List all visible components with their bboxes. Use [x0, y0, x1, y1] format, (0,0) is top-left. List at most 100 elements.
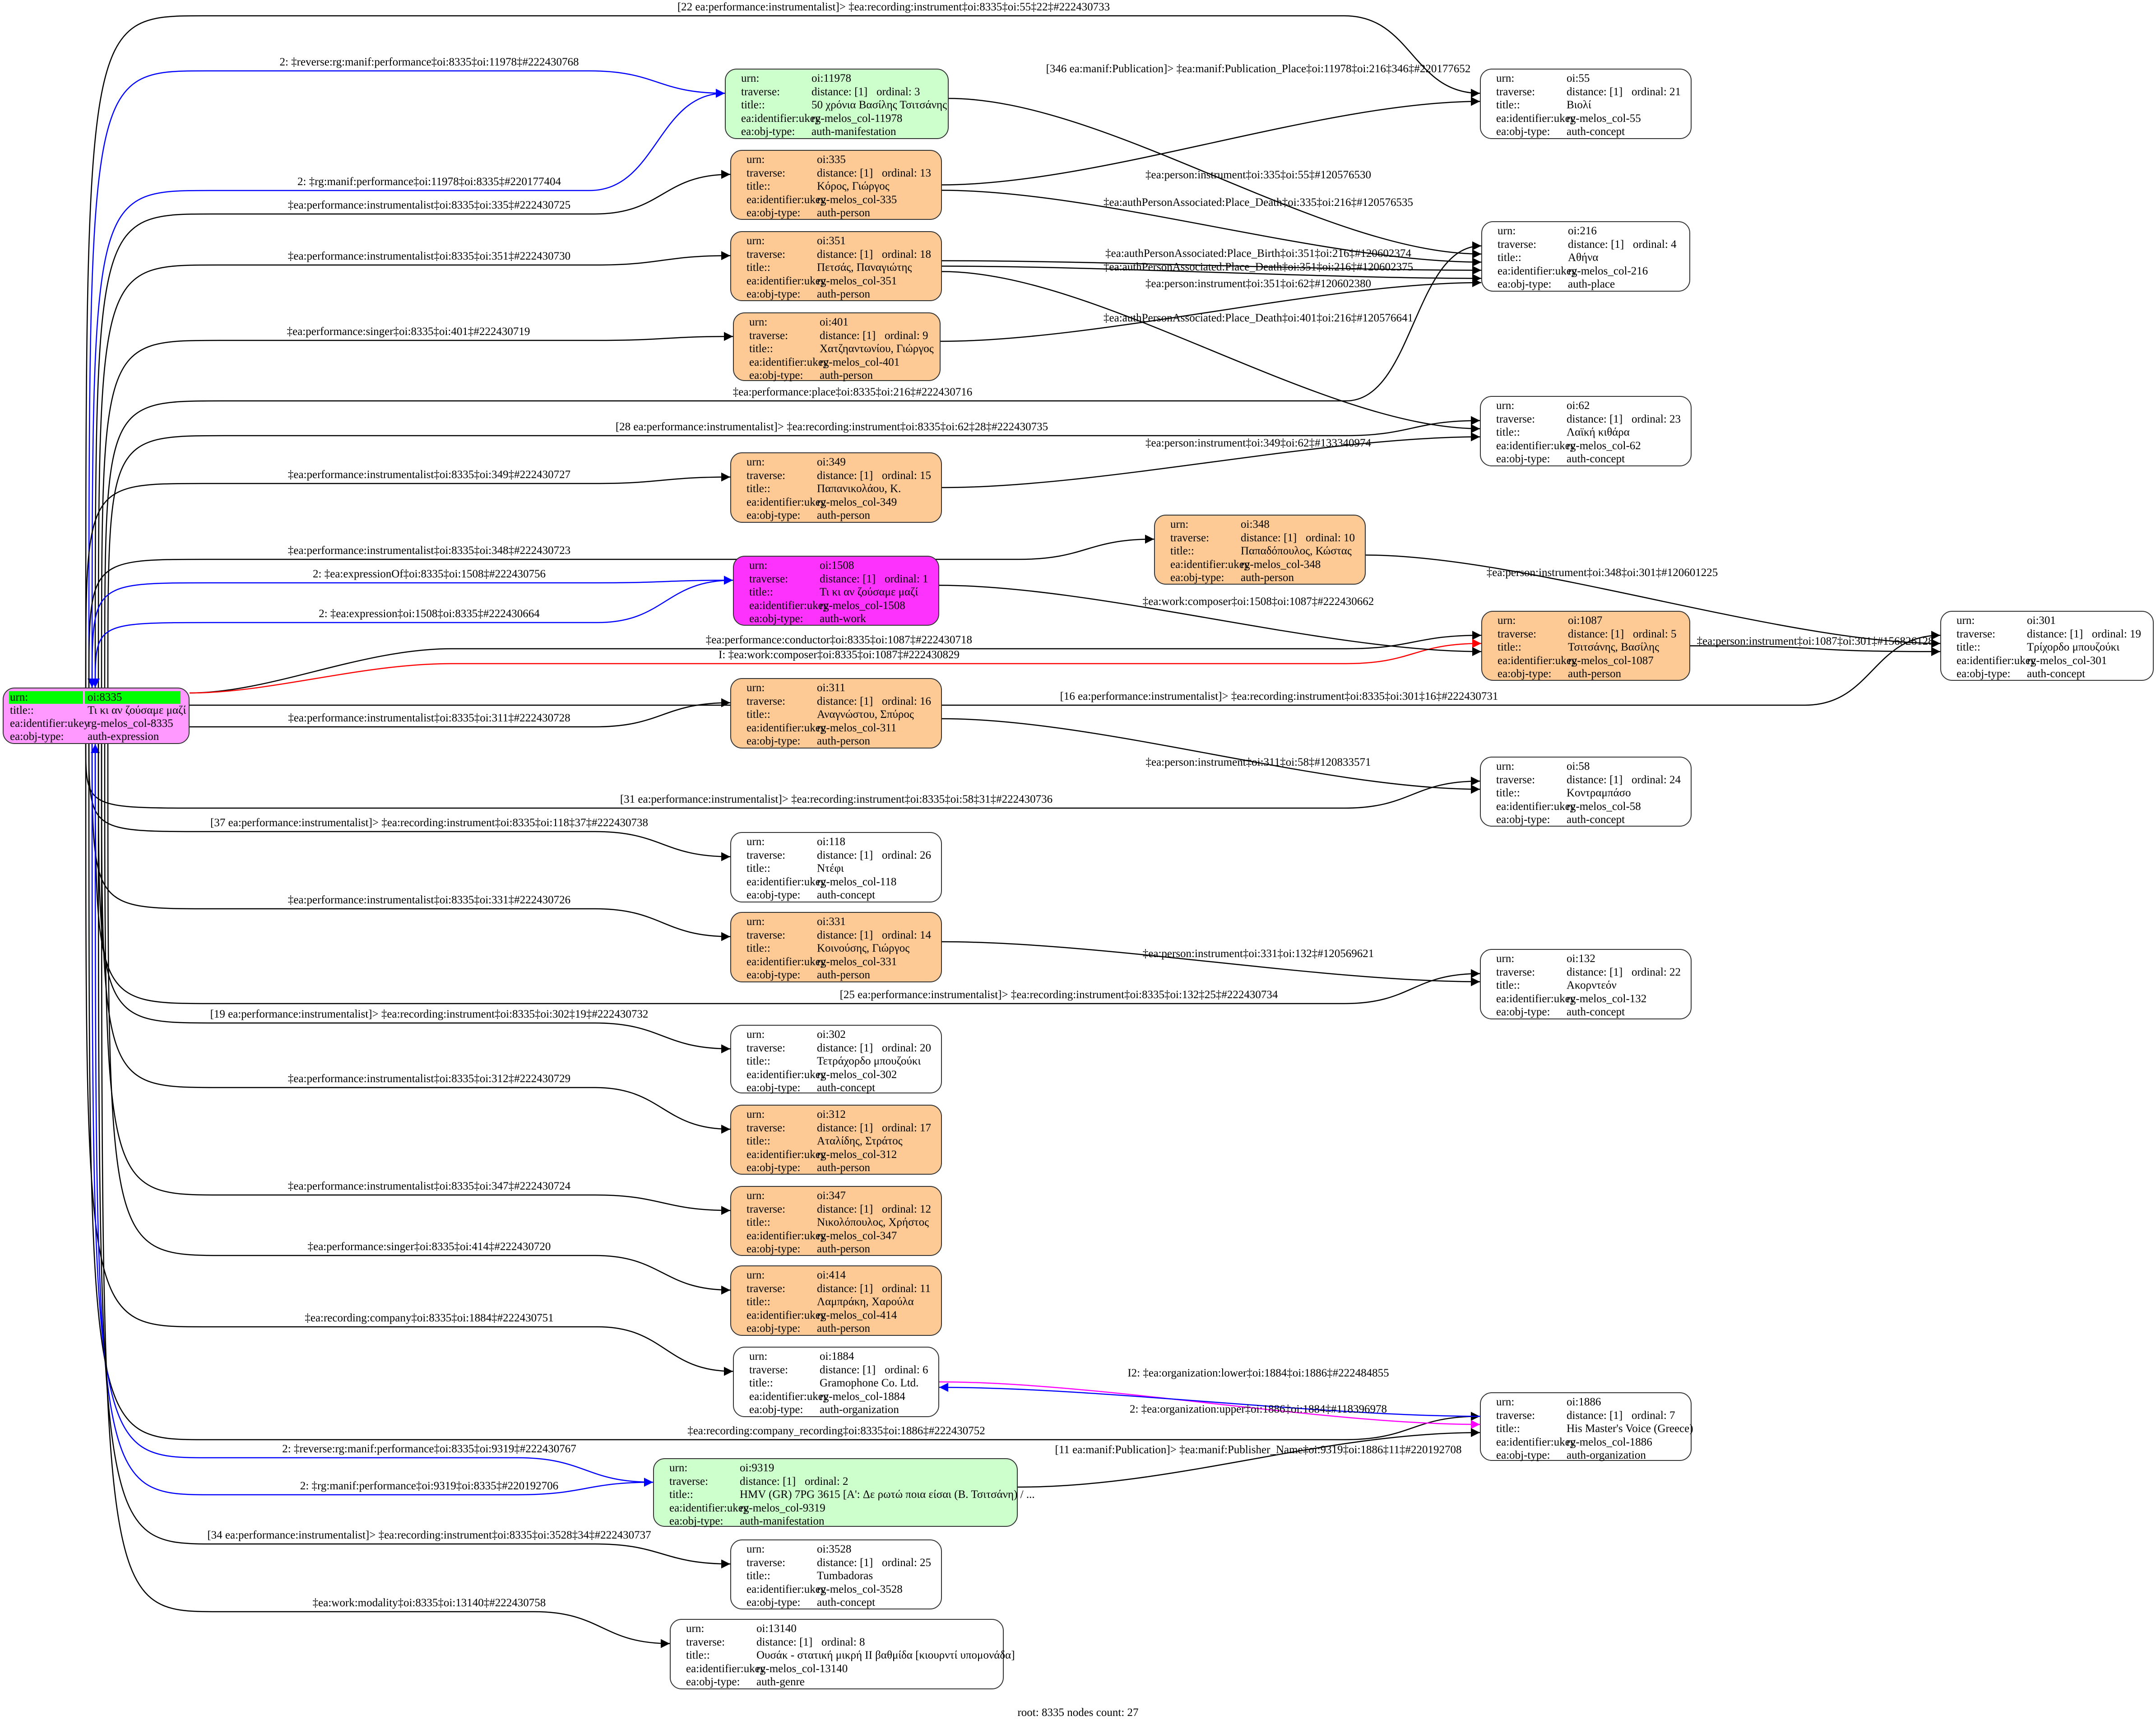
edge-1886-to-1884[interactable] [939, 1383, 1480, 1417]
edge-8335-to-216[interactable] [104, 241, 1482, 688]
edge-8335-to-11978[interactable] [88, 70, 725, 688]
edge-1087-to-301[interactable] [1690, 645, 1941, 656]
node-row-title: title::Ουσάκ - στατική μικρή ΙΙ βαθμίδα … [671, 1649, 1015, 1662]
edge-331-to-132[interactable] [941, 941, 1480, 986]
edge-8335-to-55[interactable] [85, 15, 1480, 688]
edge-349-to-62[interactable] [941, 432, 1480, 488]
node-row-urn: urn:oi:58 [1481, 760, 1691, 773]
field-label: urn: [10, 691, 28, 703]
edge-9319-to-1886[interactable] [1017, 1428, 1480, 1488]
field-value-urn: oi:348 [1241, 518, 1270, 530]
field-value-urn: oi:8335 [88, 691, 122, 703]
field-label: title:: [1496, 426, 1520, 438]
field-label: traverse: [746, 849, 786, 861]
edge-335-to-216[interactable] [941, 190, 1482, 267]
edge-8335-to-1087[interactable] [189, 639, 1482, 694]
field-label: urn: [1496, 1396, 1515, 1408]
edge-1508-to-1087[interactable] [939, 585, 1482, 656]
field-value-ordinal: ordinal: 15 [882, 469, 932, 482]
edge-1508-to-8335[interactable] [91, 580, 733, 688]
edge-401-to-216[interactable] [940, 278, 1482, 342]
edge-8335-to-301[interactable] [190, 631, 1941, 706]
edge-8335-to-9319[interactable] [91, 744, 654, 1487]
edge-8335-to-132[interactable] [94, 744, 1480, 1004]
edge-8335-to-1886[interactable] [88, 744, 1480, 1441]
edge-8335-to-1087[interactable] [189, 631, 1482, 694]
edge-label: [19 ea:performance:instrumentalist]> ‡ea… [210, 1008, 649, 1020]
edge-8335-to-414[interactable] [107, 744, 731, 1295]
edge-11978-to-216[interactable] [948, 98, 1482, 259]
node-row-urn: urn:oi:9319 [654, 1461, 1017, 1475]
field-label: title:: [746, 180, 770, 192]
edge-8335-to-302[interactable] [97, 744, 731, 1054]
edge-8335-to-351[interactable] [97, 251, 731, 688]
field-label: title:: [746, 483, 770, 495]
field-label: urn: [746, 235, 765, 247]
edge-8335-to-335[interactable] [94, 170, 731, 688]
edge-8335-to-331[interactable] [91, 744, 731, 941]
edge-351-to-216[interactable] [941, 265, 1482, 283]
edge-8335-to-1884[interactable] [85, 744, 733, 1376]
edge-8335-to-3528[interactable] [97, 744, 731, 1569]
field-label: title:: [686, 1649, 710, 1661]
edge-8335-to-348[interactable] [88, 535, 1155, 688]
field-value-traverse: distance: [1] [817, 1556, 873, 1569]
field-value-objtype: auth-person [817, 1243, 871, 1255]
edge-8335-to-349[interactable] [85, 472, 731, 688]
edge-label: 2: ‡ea:organization:upper‡oi:1886‡oi:188… [1130, 1403, 1387, 1415]
edge-9319-to-8335[interactable] [91, 744, 654, 1496]
edge-8335-to-62[interactable] [107, 416, 1480, 688]
field-label: ea:obj-type: [746, 509, 801, 521]
field-value-urn: oi:335 [817, 153, 846, 166]
edge-348-to-301[interactable] [1365, 554, 1941, 648]
node-row-urn: urn:oi:347 [731, 1189, 941, 1203]
edge-8335-to-312[interactable] [101, 744, 731, 1134]
edge-311-to-58[interactable] [941, 718, 1480, 794]
edge-1884-to-1886[interactable] [939, 1381, 1480, 1429]
edge-8335-to-401[interactable] [101, 332, 733, 688]
edge-335-to-55[interactable] [941, 97, 1480, 186]
node-row-title: title::Τι κι αν ζούσαμε μαζί [734, 586, 938, 599]
edge-351-to-62[interactable] [941, 271, 1480, 433]
field-value-traverse: distance: [1] [1568, 238, 1624, 251]
field-value-ukey: rg-melos_col-8335 [88, 717, 173, 730]
edge-11978-to-8335[interactable] [88, 93, 725, 688]
field-value-ukey: rg-melos_col-349 [817, 496, 897, 508]
edge-8335-to-13140[interactable] [101, 744, 670, 1648]
field-label: ea:identifier:ukey [746, 1068, 826, 1081]
edge-8335-to-347[interactable] [104, 744, 731, 1215]
edge-8335-to-311[interactable] [190, 698, 731, 728]
edge-8335-to-1508[interactable] [91, 576, 733, 688]
edge-351-to-216[interactable] [941, 260, 1482, 275]
field-value-urn: oi:58 [1567, 760, 1590, 772]
field-value-traverse: distance: [1] [740, 1475, 796, 1488]
